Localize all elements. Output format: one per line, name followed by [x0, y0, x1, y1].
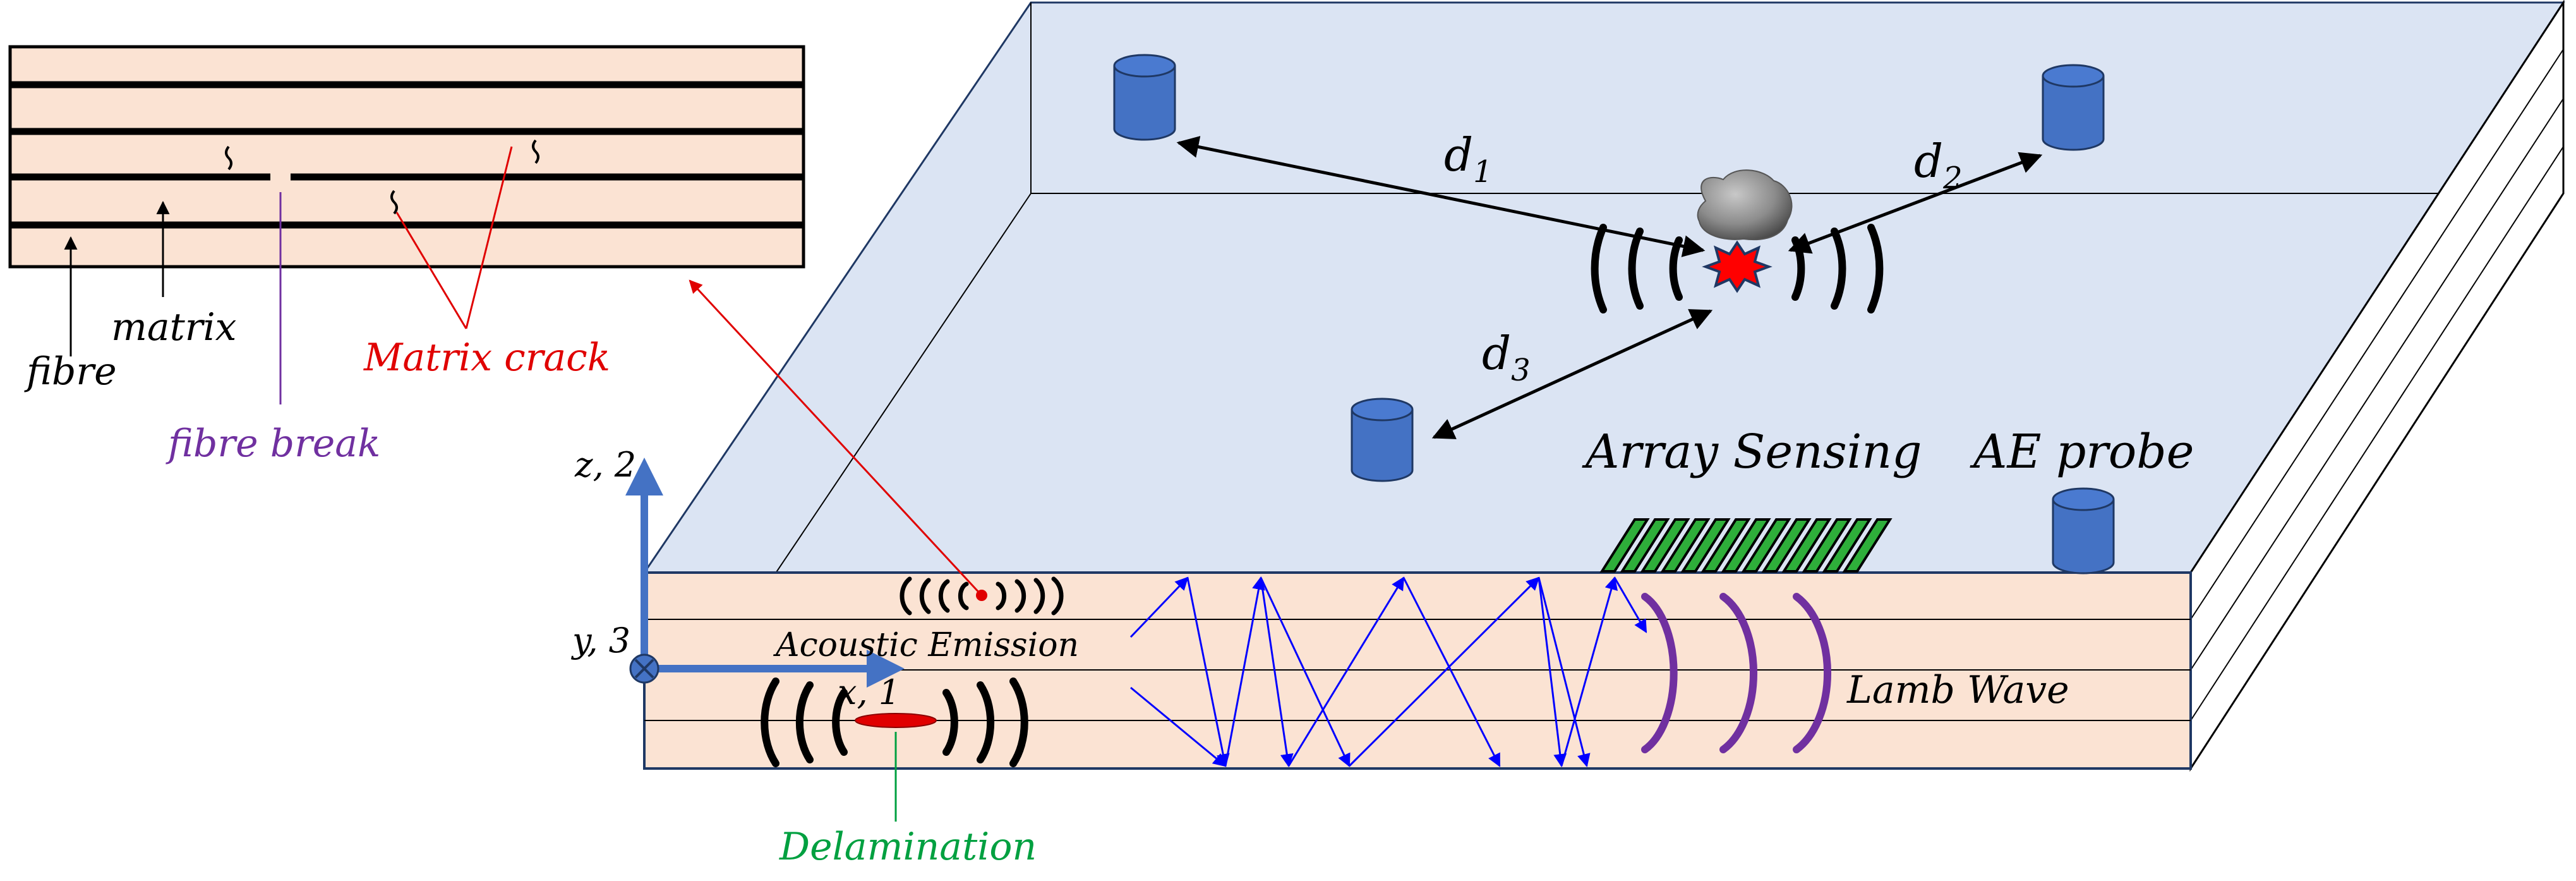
acoustic-emission-label: Acoustic Emission	[773, 626, 1079, 664]
guided-wave-rays	[1129, 576, 1647, 768]
x-axis-label: x, 1	[838, 672, 900, 712]
fibre-break-label: fibre break	[166, 422, 380, 466]
matrix-crack-label: Matrix crack	[363, 336, 610, 380]
laminate-inset: fibre matrix Matrix crack fibre break	[8, 45, 805, 466]
rock-icon	[1697, 169, 1793, 241]
matrix-crack-mark	[390, 190, 398, 215]
matrix-crack-mark	[225, 145, 232, 171]
delamination-waves-right	[942, 677, 1028, 767]
sensor-1	[1113, 54, 1176, 141]
array-sensor-elements	[1599, 518, 1893, 573]
matrix-label: matrix	[111, 305, 237, 349]
impact-wave-left	[1591, 224, 1683, 313]
d1-label: d1	[1444, 128, 1493, 190]
y-axis-label: y, 3	[571, 621, 630, 660]
distance-d1-arrow	[1176, 136, 1706, 257]
lamb-wave-fronts	[1641, 593, 1832, 753]
sensor-2	[2042, 64, 2105, 151]
matrix-crack-leader	[465, 146, 513, 329]
matrix-crack-leader	[395, 212, 467, 329]
impact-wave-right	[1791, 224, 1884, 313]
matrix-crack-mark	[532, 139, 539, 164]
array-sensing-label: Array Sensing	[1582, 425, 1922, 479]
plate-side-ply-line	[2190, 49, 2564, 620]
acoustic-emission-leader-arrow	[689, 279, 983, 597]
acoustic-emission-waves-left	[900, 576, 969, 616]
coordinate-axes: z, 2 y, 3 x, 1	[571, 445, 905, 712]
ae-probe-label: AE probe	[1970, 425, 2194, 479]
ae-probe-sensor	[2052, 487, 2115, 574]
distance-d3-arrow	[1431, 309, 1713, 439]
acoustic-emission-waves-right	[996, 576, 1064, 616]
d2-label: d2	[1914, 135, 1963, 196]
fibre-label: fibre	[24, 349, 117, 394]
z-axis-label: z, 2	[574, 445, 636, 485]
delamination-label: Delamination	[779, 825, 1037, 869]
inset-laminate-fill	[8, 45, 805, 269]
impact-burst-icon	[1702, 240, 1773, 293]
lamb-wave-label: Lamb Wave	[1846, 668, 2069, 712]
d3-label: d3	[1482, 327, 1531, 388]
delamination-waves-left	[761, 677, 848, 767]
out-of-plane-axis-icon	[629, 653, 659, 684]
delamination-defect	[855, 713, 937, 728]
sensor-3	[1351, 398, 1414, 482]
plate-side-ply-line	[2190, 98, 2564, 671]
acoustic-emission-source	[976, 590, 987, 601]
plate-side-ply-line	[2190, 146, 2564, 721]
